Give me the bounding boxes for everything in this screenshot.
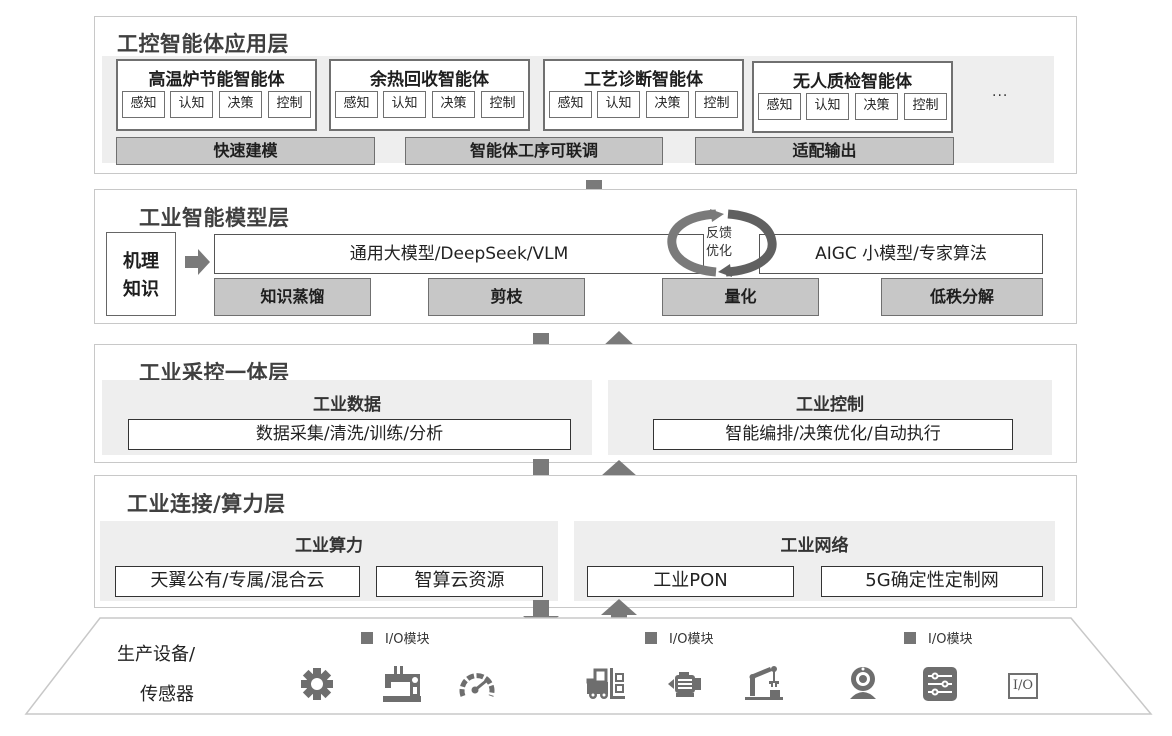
- robot-arm-icon: [744, 664, 784, 704]
- technique-distillation: 知识蒸馏: [214, 278, 371, 316]
- industrial-data-title: 工业数据: [313, 395, 381, 415]
- 5g-item: 5G确定性定制网: [821, 566, 1043, 597]
- chip-decision: 决策: [855, 93, 898, 120]
- chip-control: 控制: [904, 93, 947, 120]
- agent-card[interactable]: 无人质检智能体 感知 认知 决策 控制: [752, 61, 953, 133]
- devices-title-line-2: 传感器: [140, 684, 194, 705]
- feedback-label-1: 反馈: [706, 226, 733, 241]
- general-model-box: 通用大模型/DeepSeek/VLM: [214, 234, 704, 274]
- chip-control: 控制: [268, 91, 311, 118]
- agent-card[interactable]: 余热回收智能体 感知 认知 决策 控制: [329, 59, 530, 131]
- industrial-compute-panel: 工业算力 天翼公有/专属/混合云 智算云资源: [100, 521, 558, 601]
- agent-title: 工艺诊断智能体: [584, 70, 703, 90]
- chip-control: 控制: [481, 91, 524, 118]
- arrow-right-icon: [185, 249, 210, 275]
- agent-title: 无人质检智能体: [793, 72, 912, 92]
- io-module-text: I/O模块: [385, 632, 430, 647]
- io-square-icon: [645, 632, 657, 644]
- model-layer-title: 工业智能模型层: [139, 206, 290, 230]
- chip-perception: 感知: [549, 91, 592, 118]
- io-box-icon: I/O: [1008, 673, 1038, 699]
- chip-cognition: 认知: [806, 93, 849, 120]
- industrial-control-panel: 工业控制 智能编排/决策优化/自动执行: [608, 380, 1052, 455]
- industrial-compute-title: 工业算力: [295, 536, 363, 556]
- technique-low-rank: 低秩分解: [881, 278, 1043, 316]
- devices-title-line-1: 生产设备/: [117, 644, 196, 665]
- io-module-text: I/O模块: [669, 632, 714, 647]
- io-module-label: I/O模块: [645, 628, 713, 647]
- chip-decision: 决策: [646, 91, 689, 118]
- chip-cognition: 认知: [383, 91, 426, 118]
- industrial-data-item: 数据采集/清洗/训练/分析: [128, 419, 571, 450]
- agent-card[interactable]: 工艺诊断智能体 感知 认知 决策 控制: [543, 59, 744, 131]
- application-layer-title: 工控智能体应用层: [117, 32, 289, 56]
- io-module-label: I/O模块: [904, 628, 972, 647]
- forklift-icon: [586, 666, 626, 702]
- camera-icon: [846, 665, 880, 701]
- chip-control: 控制: [695, 91, 738, 118]
- bar-process-tuning: 智能体工序可联调: [405, 137, 663, 165]
- io-square-icon: [361, 632, 373, 644]
- industrial-data-panel: 工业数据 数据采集/清洗/训练/分析: [102, 380, 592, 455]
- motor-icon: [667, 670, 703, 700]
- agent-title: 余热回收智能体: [370, 70, 489, 90]
- chip-cognition: 认知: [170, 91, 213, 118]
- chip-perception: 感知: [335, 91, 378, 118]
- gear-icon: [300, 667, 334, 701]
- gauge-icon: [458, 668, 496, 700]
- knowledge-line-1: 机理: [123, 251, 159, 272]
- arrow-up-icon: [601, 599, 637, 630]
- chip-perception: 感知: [122, 91, 165, 118]
- chip-decision: 决策: [432, 91, 475, 118]
- knowledge-line-2: 知识: [123, 279, 159, 300]
- knowledge-box: 机理 知识: [106, 232, 176, 316]
- technique-pruning: 剪枝: [428, 278, 585, 316]
- io-module-label: I/O模块: [361, 628, 429, 647]
- industrial-network-panel: 工业网络 工业PON 5G确定性定制网: [574, 521, 1055, 601]
- agent-title: 高温炉节能智能体: [148, 70, 285, 90]
- cloud-item: 天翼公有/专属/混合云: [115, 566, 360, 597]
- small-model-box: AIGC 小模型/专家算法: [759, 234, 1043, 274]
- chip-cognition: 认知: [597, 91, 640, 118]
- industrial-network-title: 工业网络: [780, 536, 849, 556]
- more-ellipsis: ···: [992, 88, 1009, 104]
- industrial-control-title: 工业控制: [796, 395, 864, 415]
- ai-compute-item: 智算云资源: [376, 566, 543, 597]
- feedback-label-2: 优化: [706, 244, 733, 259]
- io-module-text: I/O模块: [928, 632, 973, 647]
- industrial-control-item: 智能编排/决策优化/自动执行: [653, 419, 1013, 450]
- connect-compute-layer-title: 工业连接/算力层: [127, 492, 286, 516]
- bar-adaptive-output: 适配输出: [695, 137, 954, 165]
- chip-decision: 决策: [219, 91, 262, 118]
- technique-quantization: 量化: [662, 278, 819, 316]
- feedback-loop-icon: [667, 209, 777, 277]
- sewing-machine-icon: [382, 664, 422, 704]
- agent-card[interactable]: 高温炉节能智能体 感知 认知 决策 控制: [116, 59, 317, 131]
- bar-rapid-modeling: 快速建模: [116, 137, 375, 165]
- control-panel-icon: [922, 666, 958, 702]
- pon-item: 工业PON: [587, 566, 794, 597]
- chip-perception: 感知: [758, 93, 801, 120]
- io-box-text: I/O: [1012, 678, 1034, 693]
- io-square-icon: [904, 632, 916, 644]
